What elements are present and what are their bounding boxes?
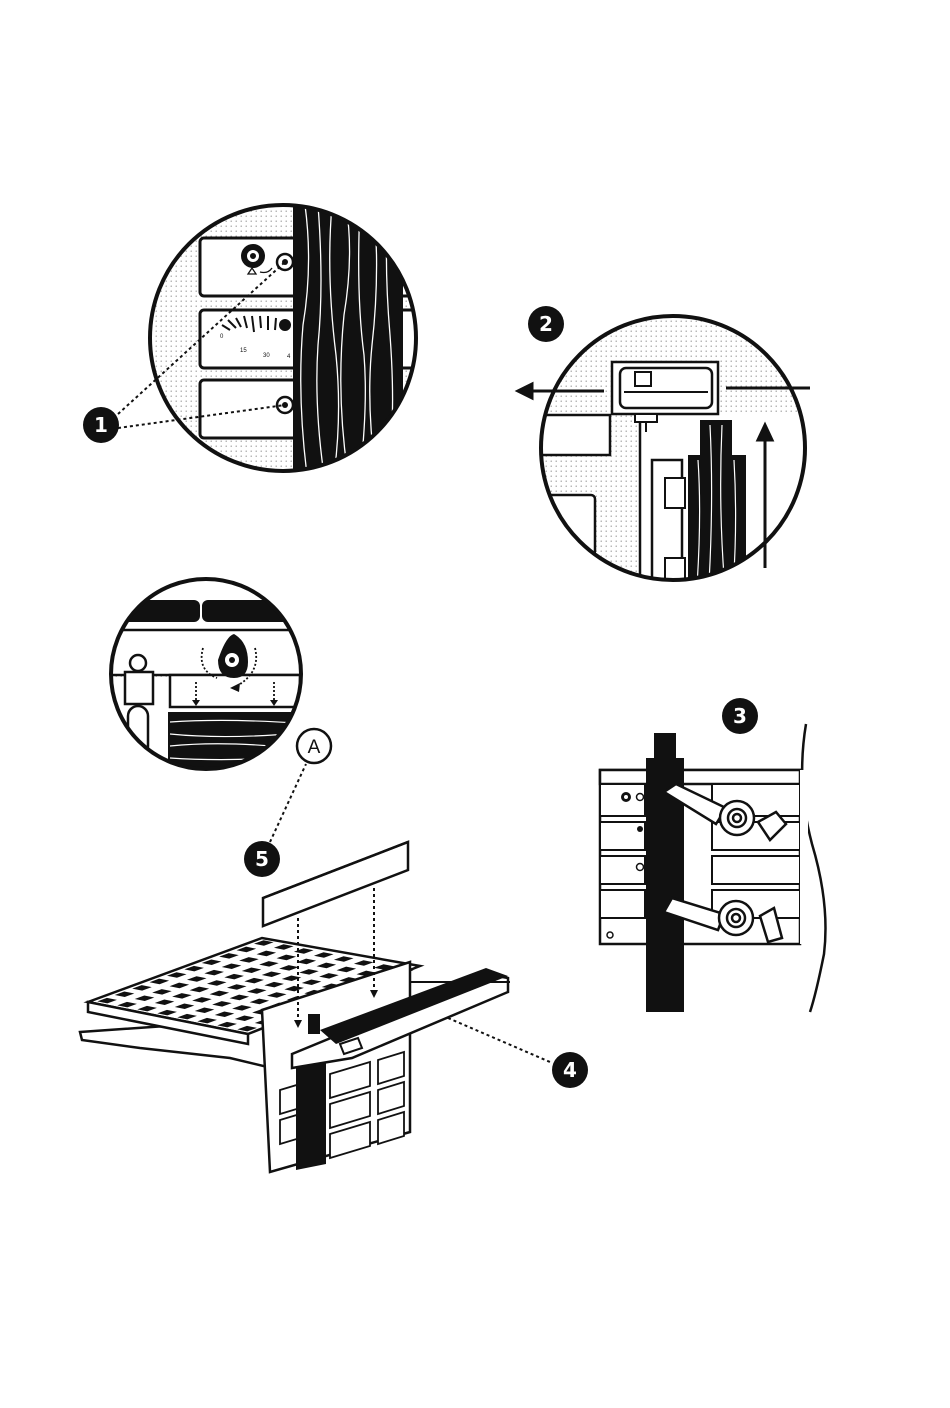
step-3-label: 3 bbox=[733, 704, 747, 728]
step-4-label: 4 bbox=[563, 1058, 577, 1082]
step-badge-3: 3 bbox=[722, 698, 758, 734]
step-5-leader bbox=[270, 764, 306, 842]
detail-panel-clamps bbox=[600, 724, 826, 1012]
step-badge-5: 5 bbox=[244, 841, 280, 877]
scale-label-15: 15 bbox=[240, 348, 247, 354]
detail-circle-3 bbox=[110, 579, 310, 772]
detail-circle-2 bbox=[530, 310, 820, 605]
scale-label-30: 30 bbox=[263, 353, 270, 359]
marker-a-label: A bbox=[308, 737, 321, 758]
step-5-label: 5 bbox=[255, 847, 269, 871]
detail-circle-1: 0 15 30 4 bbox=[140, 200, 440, 480]
step-badge-2: 2 bbox=[528, 306, 564, 342]
step-1-label: 1 bbox=[94, 413, 108, 437]
step-4-leader bbox=[448, 1018, 550, 1062]
step-badge-4: 4 bbox=[552, 1052, 588, 1088]
marker-a: A bbox=[297, 729, 331, 763]
main-assembly bbox=[80, 842, 510, 1172]
step-badge-1: 1 bbox=[83, 407, 119, 443]
step-2-label: 2 bbox=[539, 312, 553, 336]
